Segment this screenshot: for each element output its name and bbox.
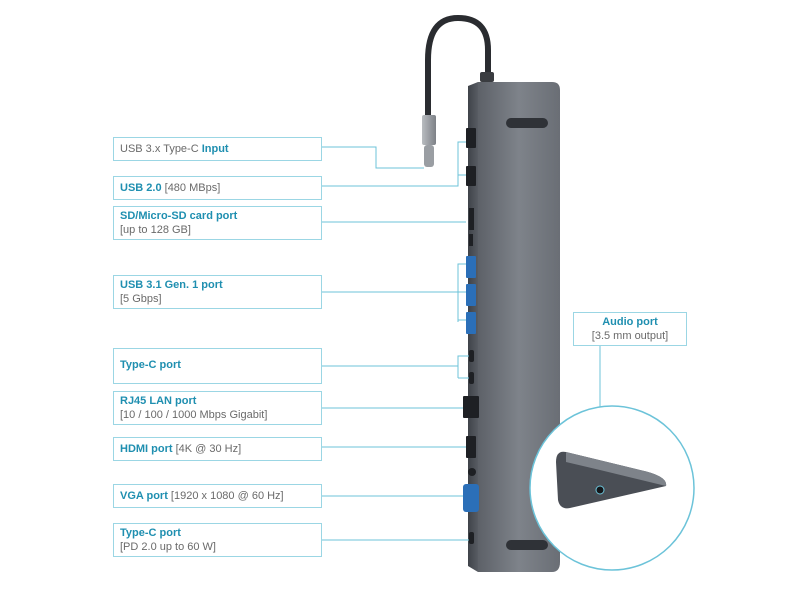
leader-lines: [322, 141, 601, 541]
label-usb-typec-input: USB 3.x Type-C Input: [113, 137, 322, 161]
vent-bottom: [506, 540, 548, 550]
label-text: [480 MBps]: [161, 182, 221, 194]
label-detail: [up to 128 GB]: [120, 224, 191, 236]
label-detail: [5 Gbps]: [120, 293, 162, 305]
label-bold: Input: [201, 143, 229, 155]
label-detail: [PD 2.0 up to 60 W]: [120, 541, 216, 553]
cable: [425, 14, 491, 121]
label-text: [1920 x 1080 @ 60 Hz]: [167, 490, 284, 502]
label-bold: Type-C port: [120, 527, 181, 539]
typec-port-slot: [469, 372, 474, 384]
usb-a-blue-port: [466, 284, 476, 306]
usb-a-port: [466, 166, 476, 186]
label-bold: SD/Micro-SD card port: [120, 210, 238, 222]
typec-pd-slot: [469, 532, 474, 544]
label-typec-pd: Type-C port [PD 2.0 up to 60 W]: [113, 523, 322, 557]
label-usb31: USB 3.1 Gen. 1 port [5 Gbps]: [113, 275, 322, 309]
usb-a-blue-port: [466, 312, 476, 334]
label-rj45: RJ45 LAN port [10 / 100 / 1000 Mbps Giga…: [113, 391, 322, 425]
label-bold: USB 2.0: [120, 182, 162, 194]
sd-slot: [469, 208, 474, 230]
label-bold: Audio port: [602, 316, 658, 328]
vent-top: [506, 118, 548, 128]
label-bold: HDMI port: [120, 443, 173, 455]
label-bold: USB 3.1 Gen. 1 port: [120, 279, 223, 291]
label-sd-card: SD/Micro-SD card port [up to 128 GB]: [113, 206, 322, 240]
label-hdmi: HDMI port [4K @ 30 Hz]: [113, 437, 322, 461]
label-audio-port: Audio port [3.5 mm output]: [573, 312, 687, 346]
label-text: USB 3.x Type-C: [120, 143, 202, 155]
usb-a-port: [466, 128, 476, 148]
usb-a-blue-port: [466, 256, 476, 278]
label-detail: [3.5 mm output]: [591, 330, 669, 342]
vga-port: [463, 484, 479, 512]
typec-plug-tip: [424, 145, 434, 167]
label-vga: VGA port [1920 x 1080 @ 60 Hz]: [113, 484, 322, 508]
label-detail: [10 / 100 / 1000 Mbps Gigabit]: [120, 409, 268, 421]
rj45-port: [463, 396, 479, 418]
label-text: [4K @ 30 Hz]: [172, 443, 242, 455]
audio-zoom-detail: [529, 405, 695, 571]
typec-plug-body: [422, 115, 436, 145]
label-bold: Type-C port: [120, 359, 181, 371]
label-usb20: USB 2.0 [480 MBps]: [113, 176, 322, 200]
label-bold: RJ45 LAN port: [120, 395, 197, 407]
audio-jack: [468, 468, 476, 476]
microsd-slot: [469, 234, 473, 246]
port-group: [463, 128, 479, 544]
label-bold: VGA port: [120, 490, 168, 502]
cable-sleeve: [480, 72, 494, 82]
hdmi-port: [466, 436, 476, 458]
typec-port-slot: [469, 350, 474, 362]
label-typec-port: Type-C port: [113, 348, 322, 384]
